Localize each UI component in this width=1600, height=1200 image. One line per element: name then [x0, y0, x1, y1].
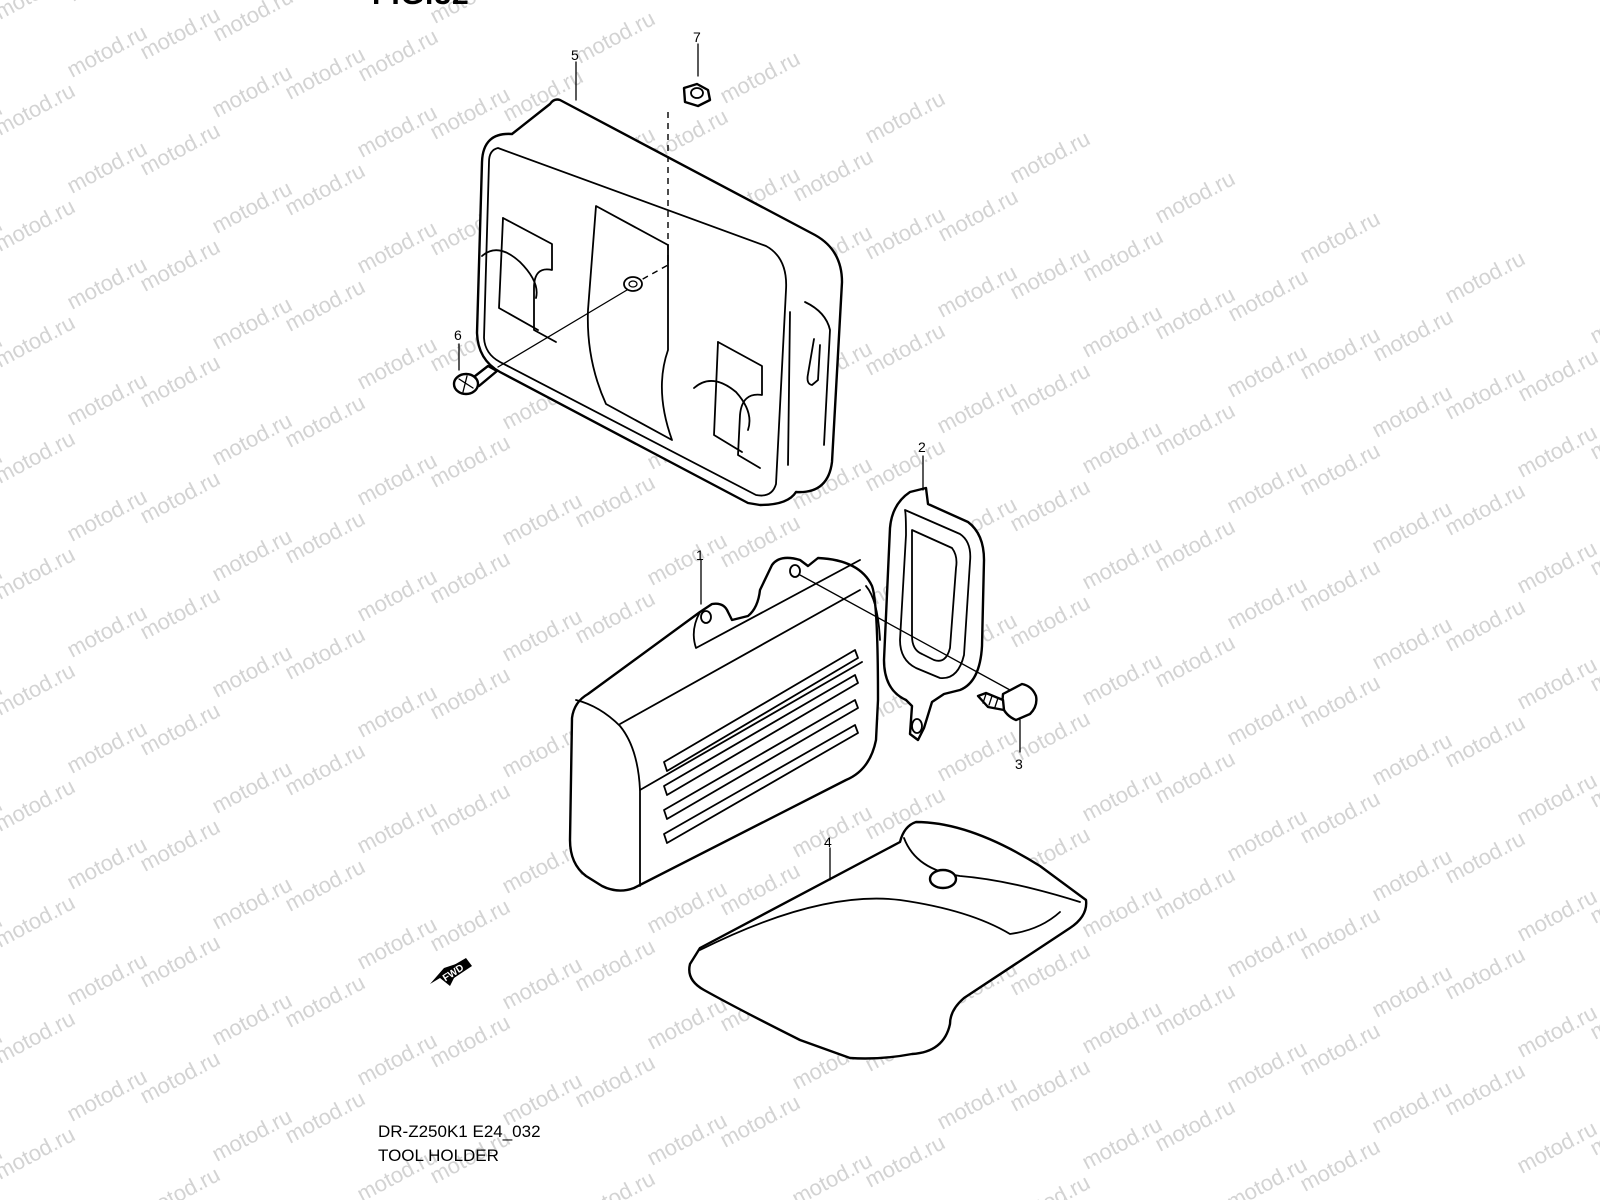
callout-leaders	[458, 43, 1021, 881]
callout-number-3: 3	[1015, 756, 1023, 772]
tool-holder-bracket	[882, 486, 986, 742]
callout-number-7: 7	[693, 29, 701, 45]
callout-number-6: 6	[454, 327, 462, 343]
figure-caption: TOOL HOLDER	[378, 1146, 499, 1165]
fwd-arrow-icon: FWD	[430, 958, 472, 986]
tool-holder-case	[568, 556, 881, 892]
figure-title: FIG.32	[372, 0, 470, 12]
callout-number-1: 1	[696, 547, 704, 563]
tool-bag	[688, 820, 1088, 1060]
callout-number-5: 5	[571, 47, 579, 63]
model-code: DR-Z250K1 E24_032	[378, 1122, 541, 1141]
nut-part-7	[682, 82, 712, 108]
callout-number-2: 2	[918, 439, 926, 455]
callout-number-4: 4	[824, 834, 832, 850]
bolt-part-3	[799, 574, 1038, 722]
screw-part-6	[452, 289, 628, 396]
tool-holder-cover	[475, 98, 844, 507]
